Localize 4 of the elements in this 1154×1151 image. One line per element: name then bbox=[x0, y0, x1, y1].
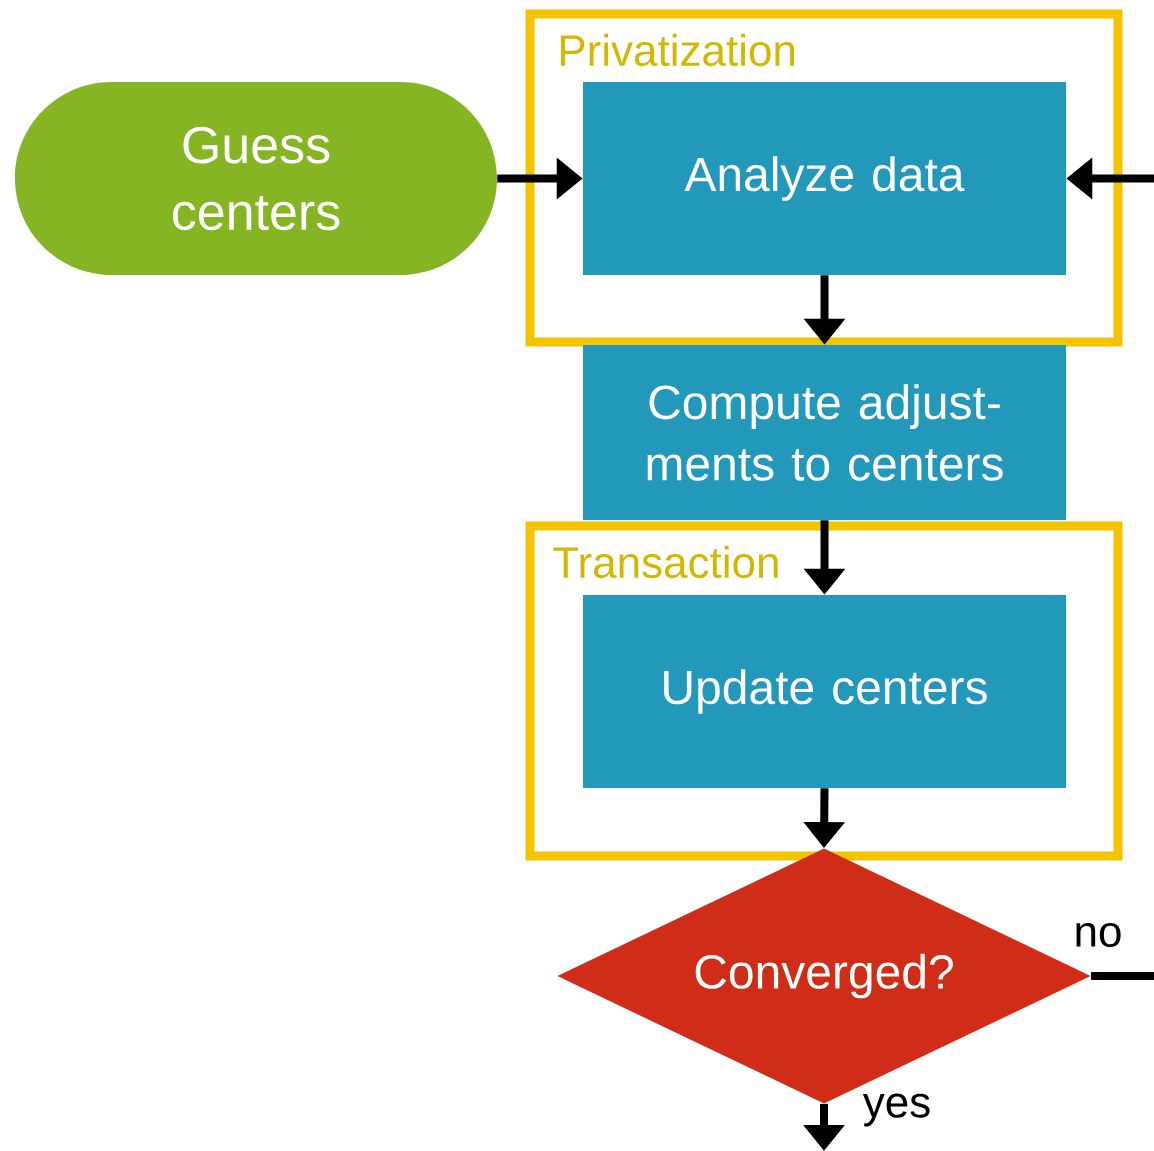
process-box: Compute adjust-ments to centers bbox=[583, 345, 1066, 520]
process-box: Analyze data bbox=[583, 82, 1066, 275]
start-terminal: Guess centers bbox=[15, 82, 497, 275]
process-box: Update centers bbox=[583, 595, 1066, 788]
